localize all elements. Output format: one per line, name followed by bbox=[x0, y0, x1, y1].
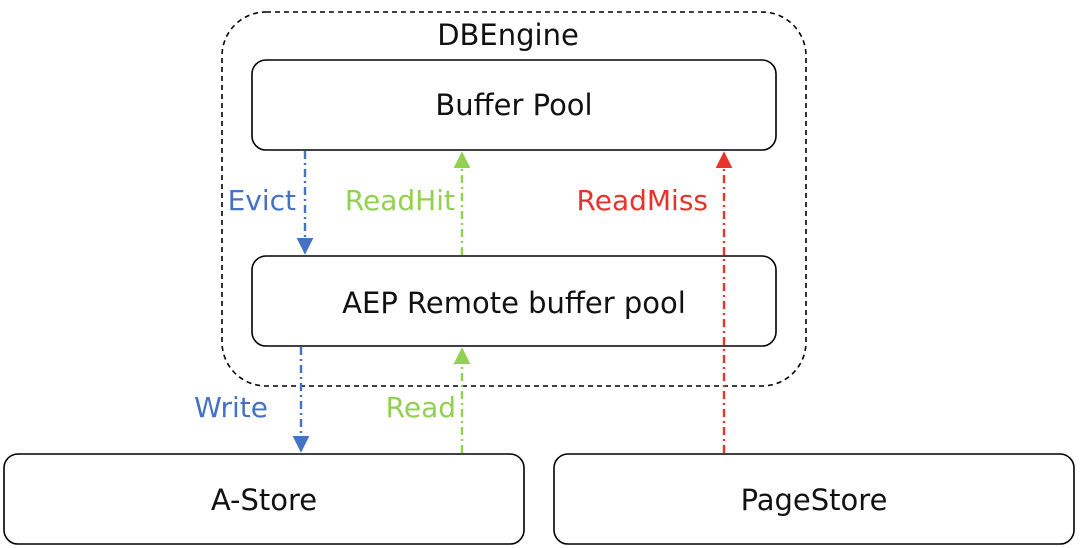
a-store-label: A-Store bbox=[211, 483, 317, 517]
aep-remote-buffer-pool-box bbox=[251, 255, 777, 347]
write-label: Write bbox=[194, 391, 268, 424]
pagestore-box bbox=[553, 453, 1075, 545]
read-label: Read bbox=[386, 391, 456, 424]
buffer-pool-label: Buffer Pool bbox=[435, 88, 592, 122]
buffer-pool-box bbox=[251, 59, 777, 151]
readmiss-label: ReadMiss bbox=[577, 184, 708, 217]
evict-label: Evict bbox=[228, 184, 296, 217]
aep-remote-buffer-pool-label: AEP Remote buffer pool bbox=[342, 286, 686, 320]
dbengine-container bbox=[221, 11, 807, 387]
readhit-label: ReadHit bbox=[345, 184, 455, 217]
dbengine-label: DBEngine bbox=[437, 18, 579, 52]
a-store-box bbox=[3, 453, 525, 545]
pagestore-label: PageStore bbox=[741, 483, 888, 517]
